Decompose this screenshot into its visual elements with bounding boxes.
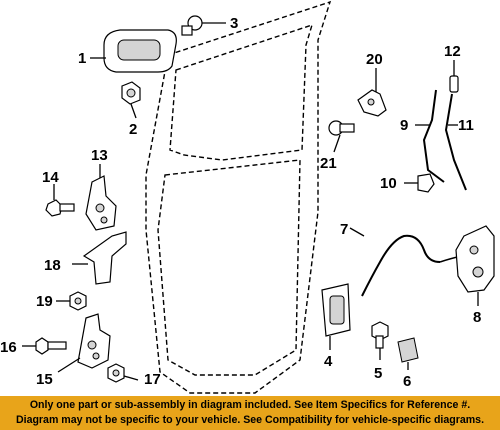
callout-2: 2: [129, 121, 137, 138]
callout-11: 11: [458, 117, 474, 134]
callout-1: 1: [78, 50, 86, 67]
callout-19: 19: [36, 293, 53, 310]
door-outline: [145, 0, 332, 394]
callout-7: 7: [340, 221, 348, 238]
part-1-outside-handle: [90, 29, 177, 73]
callout-5: 5: [374, 365, 382, 382]
disclaimer-line-2: Diagram may not be specific to your vehi…: [15, 413, 485, 426]
part-7-cable: [349, 227, 463, 297]
callout-15: 15: [36, 371, 53, 388]
callout-9: 9: [400, 117, 408, 134]
part-19-nut: [56, 291, 87, 311]
part-6-pad: [397, 337, 419, 370]
part-10-clip: [404, 173, 435, 193]
callout-12: 12: [444, 43, 461, 60]
callout-4: 4: [324, 353, 333, 370]
part-18-check-strap: [72, 231, 127, 285]
callout-16: 16: [0, 339, 17, 356]
part-21-bolt: [328, 120, 355, 153]
part-8-latch: [455, 225, 495, 306]
part-20-bracket: [357, 68, 387, 117]
part-11-rod: [444, 93, 467, 191]
callout-20: 20: [366, 51, 383, 68]
part-12-clip: [449, 60, 459, 93]
callout-21: 21: [320, 155, 337, 172]
part-2-nut: [121, 81, 141, 119]
callout-17: 17: [144, 371, 161, 388]
callout-13: 13: [91, 147, 108, 164]
callout-10: 10: [380, 175, 397, 192]
part-15-hinge: [57, 313, 111, 373]
part-14-bolt: [45, 184, 75, 217]
part-13-hinge: [85, 164, 117, 231]
disclaimer-line-1: Only one part or sub-assembly in diagram…: [29, 399, 471, 411]
part-17-nut: [107, 363, 139, 383]
diagram-canvas: 1 3 2 20 21 12 9 11: [0, 0, 495, 394]
callout-3: 3: [230, 15, 238, 32]
part-4-inside-handle: [321, 283, 351, 350]
part-5-screw: [371, 321, 389, 360]
disclaimer-banner: Only one part or sub-assembly in diagram…: [0, 396, 500, 430]
callout-6: 6: [403, 373, 411, 390]
parts-diagram: 1 3 2 20 21 12 9 11: [0, 0, 495, 394]
callout-14: 14: [42, 169, 59, 186]
callout-8: 8: [473, 309, 481, 326]
part-16-bolt: [22, 337, 67, 355]
part-9-rod: [415, 89, 445, 183]
callout-18: 18: [44, 257, 61, 274]
part-3-screw: [181, 15, 226, 36]
